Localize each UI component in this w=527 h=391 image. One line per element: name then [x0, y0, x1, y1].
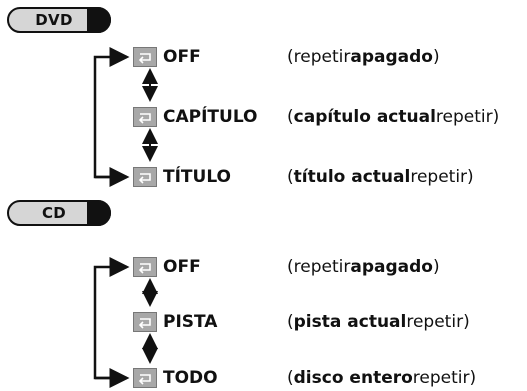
- option-row: TODO: [163, 365, 218, 391]
- option-name: OFF: [163, 257, 201, 277]
- option-name: OFF: [163, 47, 201, 67]
- option-name: TODO: [163, 368, 218, 388]
- option-name: CAPÍTULO: [163, 107, 258, 127]
- dvd-cycle-bracket: [93, 47, 130, 187]
- repeat-icon: [133, 167, 157, 187]
- option-row: PISTA: [163, 309, 217, 335]
- option-row: OFF: [163, 44, 201, 70]
- repeat-icon: [133, 368, 157, 388]
- option-name: PISTA: [163, 312, 218, 332]
- option-row: OFF: [163, 254, 201, 280]
- repeat-icon: [133, 107, 157, 127]
- cd-cycle-bracket: [93, 257, 130, 388]
- option-name: TÍTULO: [163, 167, 231, 187]
- cd-mode-label: CD: [7, 200, 111, 226]
- option-description: (disco entero repetir): [287, 368, 477, 388]
- repeat-icon: [133, 312, 157, 332]
- option-description: (título actual repetir): [287, 167, 474, 187]
- repeat-icon: [133, 47, 157, 67]
- option-row: TÍTULO: [163, 164, 231, 190]
- option-description: (capítulo actual repetir): [287, 107, 500, 127]
- option-description: (repetir apagado): [287, 47, 440, 67]
- dvd-mode-label: DVD: [7, 7, 111, 33]
- cd-mode-text: CD: [41, 204, 67, 222]
- pill-cap: [87, 7, 111, 33]
- dvd-mode-text: DVD: [35, 11, 73, 29]
- option-row: CAPÍTULO: [163, 104, 258, 130]
- repeat-icon: [133, 257, 157, 277]
- option-description: (repetir apagado): [287, 257, 440, 277]
- option-description: (pista actual repetir): [287, 312, 470, 332]
- pill-cap: [87, 200, 111, 226]
